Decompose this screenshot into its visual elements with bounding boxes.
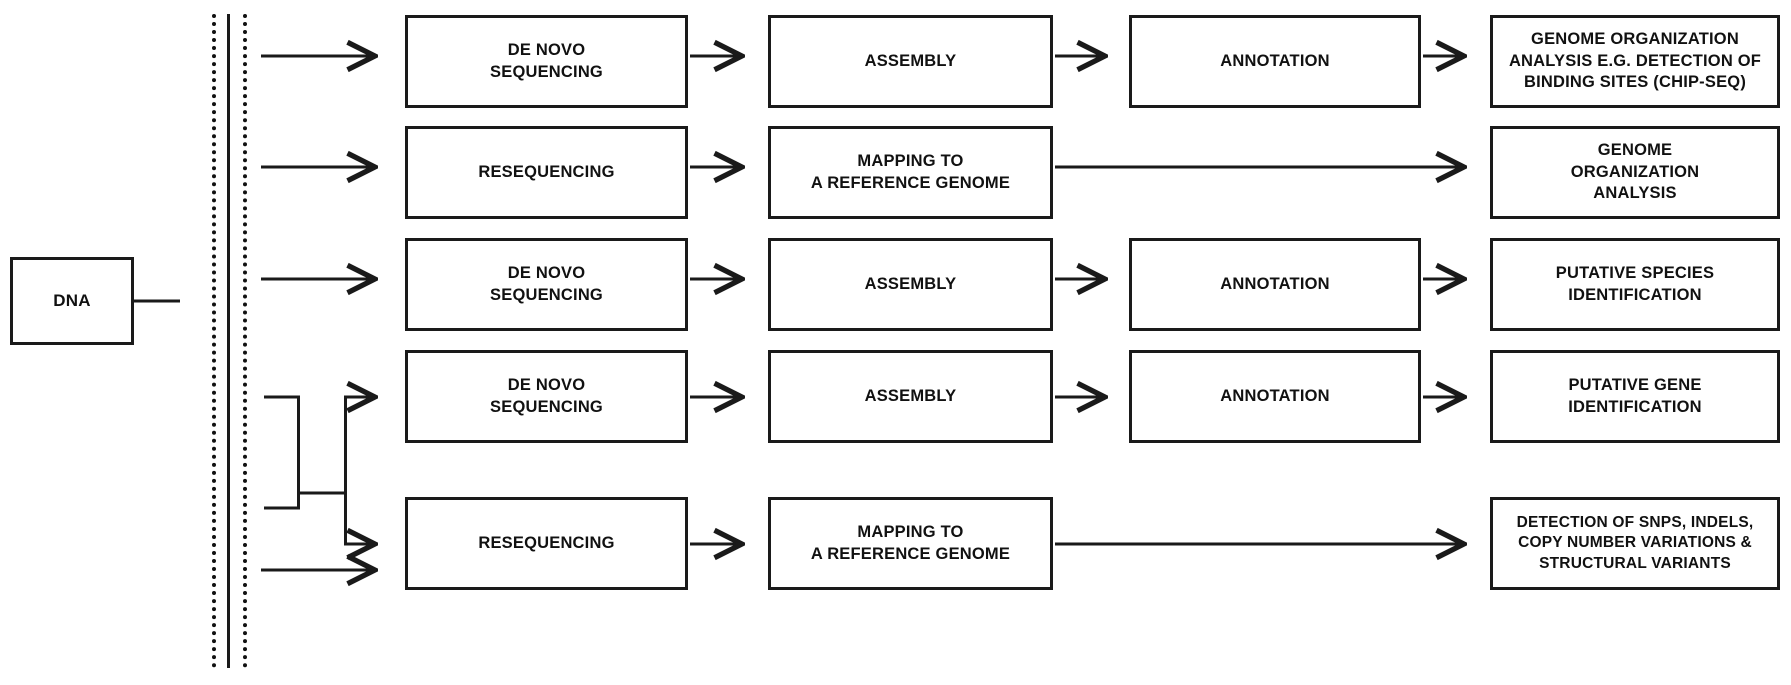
row-4-step-3-box[interactable]: ANNOTATION [1129,350,1421,443]
row-2-step-3-label: GENOME ORGANIZATION ANALYSIS [1570,140,1700,203]
row-1-step-4-label: GENOME ORGANIZATION ANALYSIS E.G. DETECT… [1508,29,1762,92]
row-1-step-1-box[interactable]: DE NOVO SEQUENCING [405,15,688,108]
row-3-step-2-label: ASSEMBLY [864,274,957,293]
row-4-step-1-label: DE NOVO SEQUENCING [490,375,603,416]
row-1-step-2-label: ASSEMBLY [864,51,957,70]
row-3-step-4-label: PUTATIVE SPECIES IDENTIFICATION [1555,263,1715,304]
row-5-step-1-label: RESEQUENCING [478,533,615,552]
row-1-step-4-box[interactable]: GENOME ORGANIZATION ANALYSIS E.G. DETECT… [1490,15,1780,108]
separator-dotted-right [243,14,247,668]
row-1-step-1-label: DE NOVO SEQUENCING [490,40,603,81]
row-2-step-2-box[interactable]: MAPPING TO A REFERENCE GENOME [768,126,1053,219]
row-5-step-3-box[interactable]: DETECTION OF SNPS, INDELS, COPY NUMBER V… [1490,497,1780,590]
row-5-step-2-label: MAPPING TO A REFERENCE GENOME [810,522,1011,563]
row-3-step-4-box[interactable]: PUTATIVE SPECIES IDENTIFICATION [1490,238,1780,331]
row-4-step-1-box[interactable]: DE NOVO SEQUENCING [405,350,688,443]
row-5-step-1-box[interactable]: RESEQUENCING [405,497,688,590]
row-4-step-3-label: ANNOTATION [1220,386,1330,405]
row-4-step-2-box[interactable]: ASSEMBLY [768,350,1053,443]
row-2-step-1-label: RESEQUENCING [478,162,615,181]
row-3-step-1-label: DE NOVO SEQUENCING [490,263,603,304]
row-5-step-3-label: DETECTION OF SNPS, INDELS, COPY NUMBER V… [1516,513,1754,572]
node-dna[interactable]: DNA [10,257,134,345]
row-1-step-2-box[interactable]: ASSEMBLY [768,15,1053,108]
row-4-step-2-label: ASSEMBLY [864,386,957,405]
row-2-step-3-box[interactable]: GENOME ORGANIZATION ANALYSIS [1490,126,1780,219]
row-1-step-3-label: ANNOTATION [1220,51,1330,70]
separator-dotted-left [212,14,216,668]
separator-solid-center [227,14,230,668]
row-3-step-1-box[interactable]: DE NOVO SEQUENCING [405,238,688,331]
row-2-step-1-box[interactable]: RESEQUENCING [405,126,688,219]
row-4-step-4-label: PUTATIVE GENE IDENTIFICATION [1568,375,1702,416]
row-2-step-2-label: MAPPING TO A REFERENCE GENOME [810,151,1011,192]
row-3-step-3-label: ANNOTATION [1220,274,1330,293]
row-3-step-3-box[interactable]: ANNOTATION [1129,238,1421,331]
row-4-step-4-box[interactable]: PUTATIVE GENE IDENTIFICATION [1490,350,1780,443]
row-1-step-3-box[interactable]: ANNOTATION [1129,15,1421,108]
row-3-step-2-box[interactable]: ASSEMBLY [768,238,1053,331]
node-dna-label: DNA [53,290,91,310]
row-5-step-2-box[interactable]: MAPPING TO A REFERENCE GENOME [768,497,1053,590]
